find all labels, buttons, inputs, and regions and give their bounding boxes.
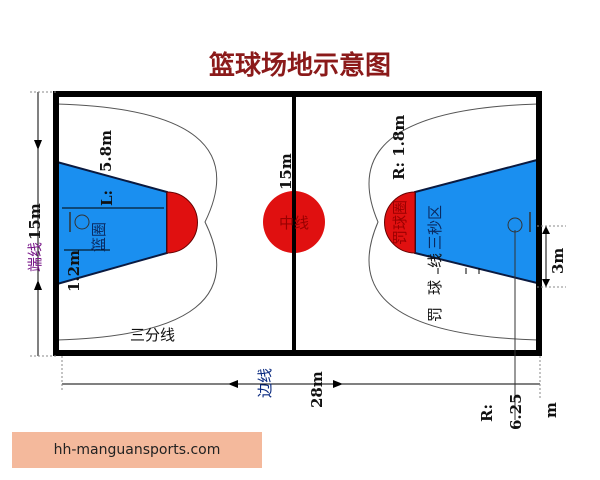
- ft-radius-label: R: 1.8m: [390, 115, 408, 180]
- right-three-point-arc: [368, 103, 539, 341]
- hoop-offset-label: 1.2m: [65, 250, 83, 292]
- three-point-label: 三分线: [130, 326, 175, 344]
- arrow-down-icon: [34, 140, 42, 150]
- r-unit: m: [542, 402, 560, 418]
- three-second-label: 三秒区: [426, 205, 444, 250]
- center-width-label: 15m: [277, 153, 295, 190]
- left-hoop-icon: [74, 214, 90, 230]
- arrow-up-icon: [34, 280, 42, 290]
- key-side-label: 5.8m: [97, 130, 115, 172]
- key-length-label: L:: [98, 190, 116, 206]
- left-free-throw-circle: [166, 191, 198, 254]
- arrow-down-icon-2: [542, 279, 550, 287]
- court-boundary: [53, 91, 542, 356]
- width-label: 15m: [26, 203, 44, 240]
- r-label: R:: [478, 404, 496, 422]
- arrow-up-icon-2: [542, 226, 550, 234]
- end-line-label: 端线: [26, 242, 44, 272]
- arrow-right-icon: [333, 380, 343, 388]
- left-three-point-arc: [56, 103, 218, 341]
- diagram-title: 篮球场地示意图: [208, 50, 391, 81]
- arrow-left-icon: [228, 380, 238, 388]
- side-line-label: 边线: [256, 368, 274, 398]
- length-label: 28m: [308, 371, 326, 408]
- watermark: hh-manguansports.com: [12, 432, 262, 468]
- center-line-label: 中线: [279, 214, 309, 232]
- right-free-throw-circle: [384, 191, 416, 254]
- ft-circle-label: 罚球圈: [391, 200, 409, 245]
- r-value: 6.25: [507, 393, 525, 430]
- hoop-label: 篮圈: [90, 222, 108, 252]
- ft-line-label: 罚球线: [426, 241, 444, 322]
- three-m-label: 3m: [549, 248, 567, 274]
